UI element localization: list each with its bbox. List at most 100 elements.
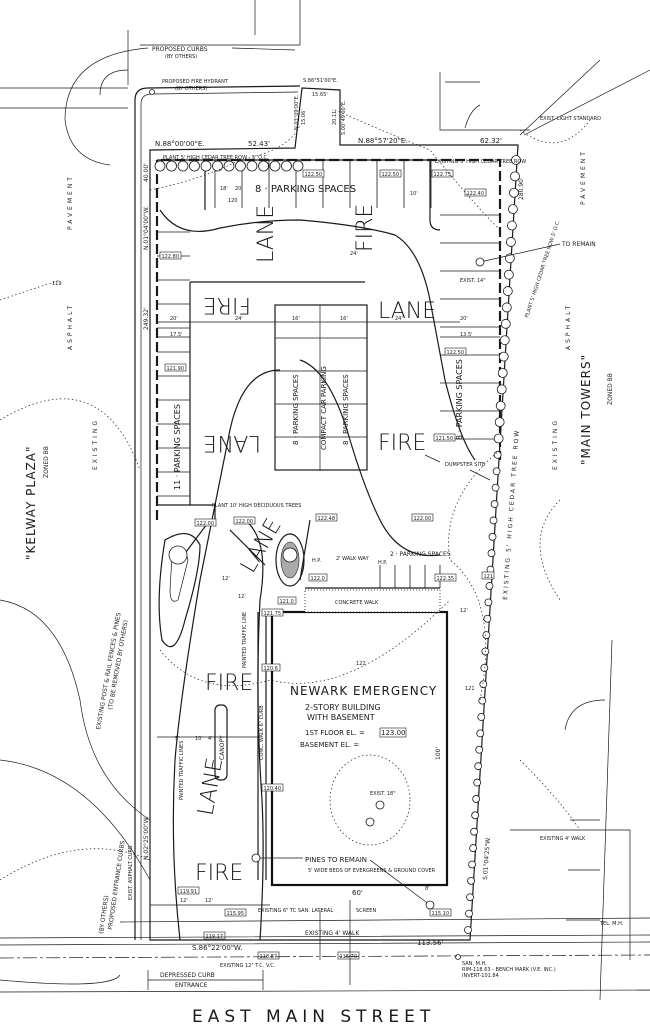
elevation-value: 122.0 (311, 576, 325, 582)
dim-text: 24' (235, 316, 243, 322)
leader-line (479, 243, 561, 263)
elevation-value: 121.0 (280, 599, 294, 605)
parking-mid-left-label: 8 · PARKING SPACES (292, 374, 300, 445)
right-neighbor (439, 59, 650, 1001)
cedar-tree-icon (466, 893, 474, 902)
right-surface-3: PAVEMENT (580, 149, 587, 205)
bearing-text: 62.32' (480, 137, 502, 145)
building-line3: WITH BASEMENT (307, 713, 375, 722)
bearing-text: 280.90' (518, 177, 525, 200)
cedar-tree-icon (493, 433, 504, 444)
bearing-text: N.01°04'00"W. (143, 206, 150, 250)
top-lines (140, 0, 301, 46)
building-outline (270, 610, 449, 887)
dim-text: 8' (425, 886, 430, 892)
light-label: EXIST. LIGHT STANDARD (540, 116, 601, 122)
cedar-tree-icon (497, 368, 508, 378)
elevation-box (444, 347, 467, 356)
leader-line (258, 857, 431, 906)
elevation-value: 122.00 (236, 519, 254, 525)
street: EAST MAIN STREET (0, 900, 650, 1027)
boundary-line (149, 87, 519, 941)
cedar-tree-icon (496, 384, 507, 395)
cedar-tree-icon (292, 160, 304, 172)
dim-text: 18' (220, 186, 228, 192)
proposed-entrance-label: PROPOSED ENTRANCE CURBS (107, 840, 126, 930)
cedar-tree-icon (498, 351, 509, 362)
cedar-tree-icon (501, 302, 512, 313)
cedar-tree-icon (212, 160, 223, 172)
bearing-text: S.00°49'00"E. (341, 100, 347, 135)
lane-label: LANE (378, 299, 436, 324)
existing-walk-right (510, 829, 631, 960)
parking-stalls (157, 160, 500, 589)
parking-right-label: 8 · PARKING SPACES (455, 359, 464, 440)
elevation-box (194, 518, 217, 527)
cedar-tree-icon (492, 467, 501, 476)
elevation-box (224, 908, 247, 917)
elevation-value: 120.40 (264, 786, 282, 792)
cedar-tree-icon (467, 876, 475, 885)
fire-hydrant-label: PROPOSED FIRE HYDRANT (162, 79, 229, 85)
sewer-label: EXISTING 12" T.C. V.C. (220, 963, 276, 969)
street-name: EAST MAIN STREET (192, 1007, 435, 1027)
dim-text: 17.5' (170, 332, 183, 338)
cedar-tree-icon (477, 713, 486, 721)
elevation-value: 122.80 (162, 254, 180, 260)
elevation-box (261, 783, 284, 792)
cedar-tree-icon (490, 500, 499, 508)
elevation-box (481, 571, 495, 580)
elevation-box (257, 951, 280, 960)
cedar-tree-icon (508, 204, 518, 215)
elevation-box (337, 951, 360, 960)
elevation-value: 115.10 (432, 911, 450, 917)
cedar-tree-icon (495, 400, 506, 411)
parking-top-label: 8 · PARKING SPACES (255, 184, 356, 195)
tel-line (119, 917, 650, 923)
cedar-tree-icon (166, 160, 177, 172)
parking-labels: 8 · PARKING SPACES 11 · PARKING SPACES 8… (173, 184, 464, 566)
dim-text: 20' (170, 316, 178, 322)
lateral-line (319, 900, 351, 985)
cedar-tree-icon (189, 160, 200, 172)
bearing-text: 15.06' (301, 109, 307, 125)
street-centerline (0, 989, 650, 993)
dim-text: 12' (205, 898, 213, 904)
elevation-value: 119.91 (180, 889, 198, 895)
pine-tree-icon (251, 853, 261, 863)
bearing-text: 249.32' (143, 307, 150, 330)
tel-mh-label: TEL. M.H. (599, 921, 624, 927)
fire-hydrant-icon (149, 89, 155, 95)
elevation-value: 115.70 (340, 954, 358, 960)
exist-tree-label: EXIST. 18" (370, 791, 396, 797)
elevation-value: 121.90 (167, 366, 185, 372)
elevation-value: 121.50 (436, 436, 454, 442)
cedar-tree-icon (258, 160, 269, 172)
elevation-value: 115.95 (227, 911, 245, 917)
bearing-text: N.88°00'00"E. (155, 140, 204, 148)
right-surface-2: ASPHALT (565, 303, 572, 350)
cedar-tree-icon (483, 614, 492, 623)
elevation-box (433, 433, 456, 442)
planting-island-left (158, 533, 201, 648)
cedar-tree-icon (468, 860, 476, 869)
dimension-line (157, 321, 500, 338)
elevation-value: 120.6 (264, 666, 278, 672)
bearing-text: 40.00' (143, 163, 150, 182)
neighbor-curb (439, 72, 530, 131)
dim-text: 24' (395, 316, 403, 322)
contour-line (448, 119, 591, 701)
canopy-label: CANOPY (219, 735, 226, 760)
by-others-label: (BY OTHERS) (165, 54, 197, 60)
cedar-tree-icon (509, 187, 519, 198)
neighbor-parking (564, 639, 613, 1001)
contour-label: 121 (465, 686, 475, 692)
fire-label: FIRE (205, 671, 253, 696)
cedar-tree-icon (511, 155, 521, 165)
neighbor-labels: "KELWAY PLAZA" ZONED BB EXISTING ASPHALT… (24, 149, 614, 600)
cedar-tree-icon (154, 160, 166, 172)
dim-text: 13.5' (460, 332, 473, 338)
elevation-box (308, 573, 328, 582)
elevation-box (159, 251, 182, 260)
